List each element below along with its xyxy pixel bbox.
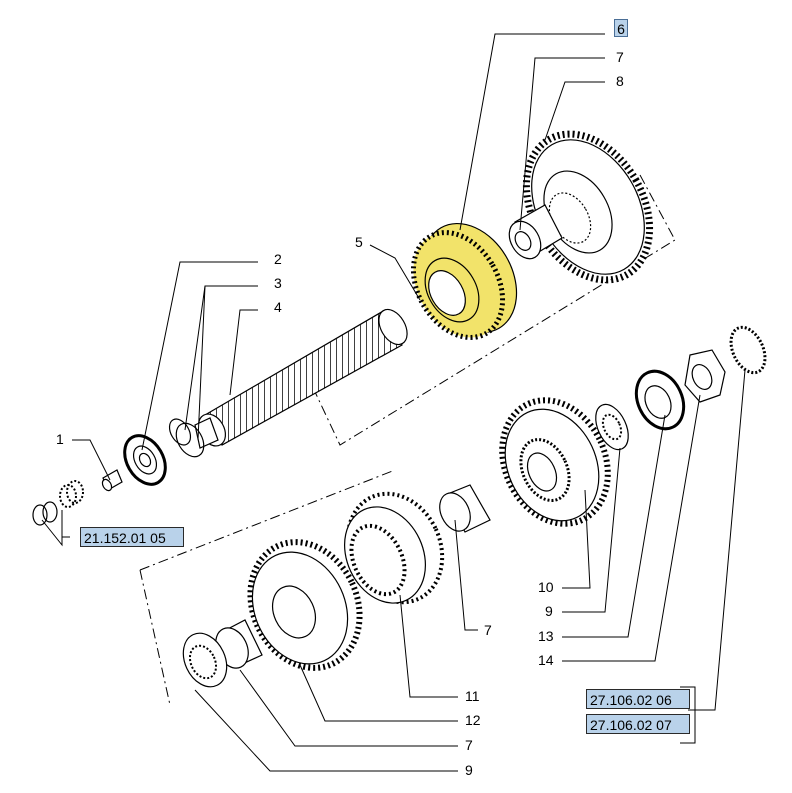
bearing-part-13[interactable] (627, 364, 692, 437)
callout-3: 3 (274, 275, 282, 291)
callout-6-highlighted[interactable]: 6 (614, 19, 628, 37)
left-reference-parts (32, 480, 84, 526)
gear-part-8[interactable] (501, 112, 674, 302)
ring-reference-right (729, 325, 767, 375)
callout-14: 14 (538, 652, 554, 668)
synchronizer-part-11[interactable] (329, 478, 459, 618)
callout-2: 2 (274, 251, 282, 267)
callout-13: 13 (538, 628, 554, 644)
callout-5: 5 (355, 234, 363, 250)
gear-part-12[interactable] (230, 524, 379, 686)
nut-part-14[interactable] (684, 349, 726, 403)
snap-ring-part-9-lower[interactable] (175, 626, 235, 694)
reference-link-right-top[interactable]: 27.106.02 06 (586, 689, 690, 709)
callout-9-lower: 9 (465, 762, 473, 778)
callout-10: 10 (538, 579, 554, 595)
snap-ring-part-3[interactable] (165, 415, 209, 461)
bearing-part-2[interactable] (116, 428, 173, 491)
bushing-part-7-middle[interactable] (434, 484, 491, 536)
pin-part-1[interactable] (101, 469, 123, 492)
shaft-part-4[interactable] (193, 305, 413, 451)
reference-link-right-bottom[interactable]: 27.106.02 07 (586, 714, 690, 734)
reference-link-left[interactable]: 21.152.01 05 (80, 527, 184, 547)
callout-4: 4 (274, 299, 282, 315)
callout-12: 12 (465, 712, 481, 728)
callout-7-lower: 7 (465, 737, 473, 753)
callout-1: 1 (56, 431, 64, 447)
callout-7-middle: 7 (484, 622, 492, 638)
snap-ring-part-9-upper[interactable] (589, 399, 635, 454)
leader-lines (41, 33, 746, 772)
callout-7-upper: 7 (616, 49, 624, 65)
assembly-frame-lower (139, 469, 396, 706)
synchronizer-part-6-highlighted[interactable] (395, 207, 535, 354)
callout-8: 8 (616, 73, 624, 89)
callout-11: 11 (465, 688, 480, 704)
gear-part-10[interactable] (483, 383, 628, 541)
bushing-part-7-upper[interactable] (503, 204, 563, 264)
callout-9-upper: 9 (545, 603, 553, 619)
